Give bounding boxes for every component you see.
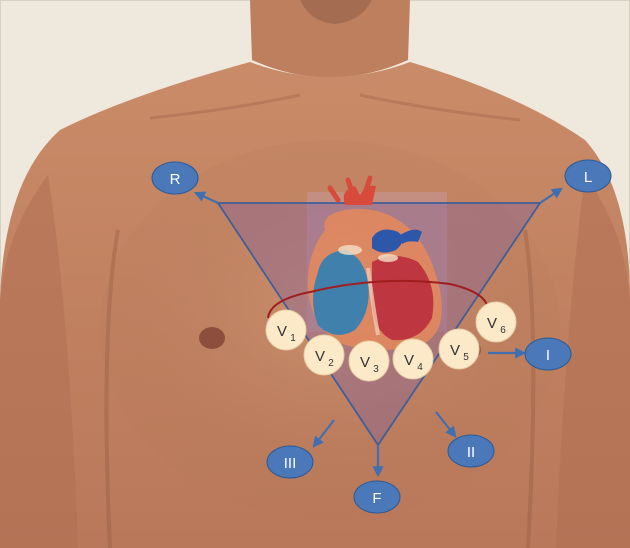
electrode-V2: V 2 [304,335,344,375]
lead-II: II [448,435,494,467]
electrode-V3: V 3 [349,341,389,381]
right-nipple [199,327,225,349]
svg-text:V: V [487,315,497,332]
lead-F-label: F [372,490,381,507]
lead-III-label: III [284,455,297,472]
lead-L-label: L [584,169,592,186]
svg-text:V: V [277,323,287,340]
lead-II-label: II [467,444,475,461]
svg-text:V: V [450,342,460,359]
lead-R-label: R [170,171,181,188]
svg-text:6: 6 [500,325,506,336]
svg-text:2: 2 [328,358,334,369]
lead-III: III [267,446,313,478]
lead-I: I [525,338,571,370]
lead-L: L [565,160,611,192]
svg-text:3: 3 [373,364,379,375]
lead-I-label: I [546,347,550,364]
electrode-V5: V 5 [439,329,479,369]
lead-R: R [152,162,198,194]
svg-text:4: 4 [417,362,423,373]
electrode-V4: V 4 [393,339,433,379]
svg-text:1: 1 [290,333,296,344]
svg-text:5: 5 [463,352,469,363]
svg-text:V: V [360,354,370,371]
electrode-V6: V 6 [476,302,516,342]
svg-text:V: V [315,348,325,365]
svg-text:V: V [404,352,414,369]
lead-F: F [354,481,400,513]
electrode-V1: V 1 [266,310,306,350]
